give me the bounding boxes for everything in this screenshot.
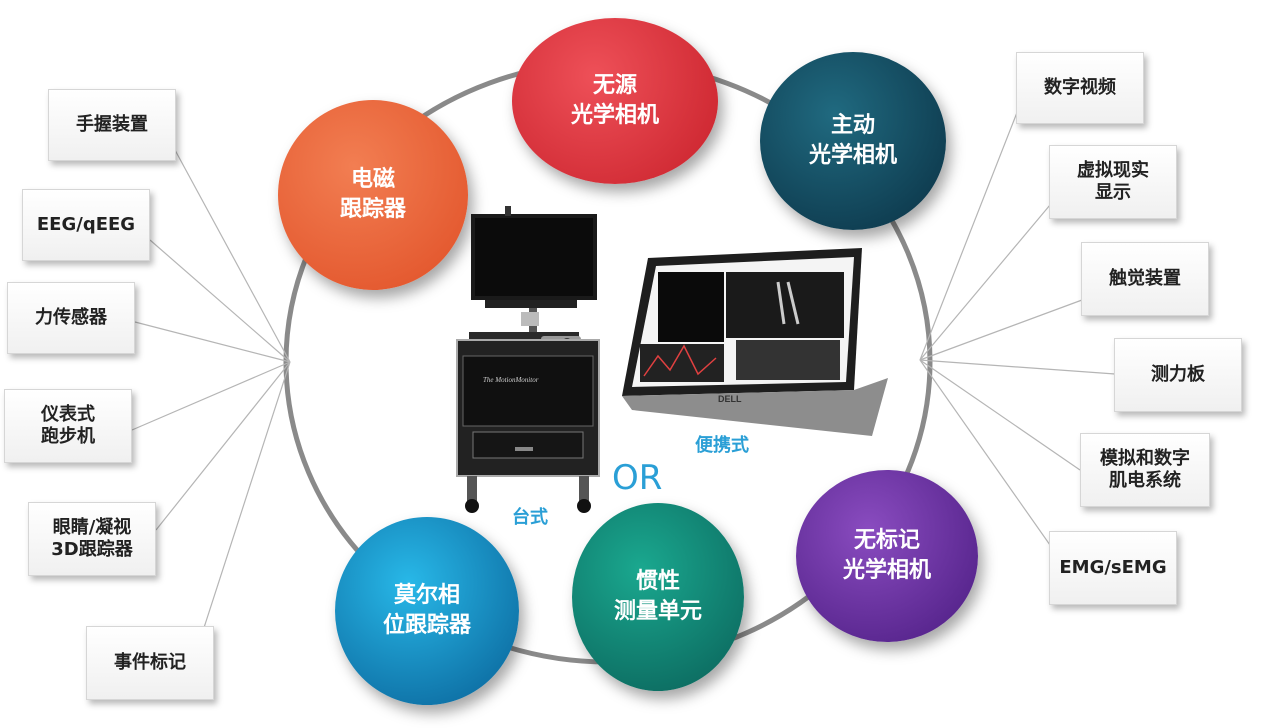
box-emg: EMG/sEMG <box>1049 531 1177 605</box>
bubble-moire-tracker: 莫尔相 位跟踪器 <box>335 517 519 705</box>
bubble-em-tracker: 电磁 跟踪器 <box>278 100 468 290</box>
box-treadmill: 仪表式 跑步机 <box>4 389 132 463</box>
label-desktop: 台式 <box>512 507 548 528</box>
box-force-sensor: 力传感器 <box>7 282 135 354</box>
bubble-inertial-unit: 惯性 测量单元 <box>572 503 744 691</box>
cart-brand-text: The MotionMonitor <box>483 376 539 384</box>
label-or: OR <box>612 458 663 498</box>
bubble-markerless-optical: 无标记 光学相机 <box>796 470 978 642</box>
box-haptic: 触觉装置 <box>1081 242 1209 316</box>
box-event-marker: 事件标记 <box>86 626 214 700</box>
box-force-plate: 测力板 <box>1114 338 1242 412</box>
desktop-cart-image: The MotionMonitor <box>456 206 600 513</box>
box-emg-analog-digital: 模拟和数字 肌电系统 <box>1080 433 1210 507</box>
laptop-image: DELL <box>622 248 888 436</box>
box-digital-video: 数字视频 <box>1016 52 1144 124</box>
right-fan-lines <box>919 109 1116 546</box>
label-portable: 便携式 <box>695 435 749 456</box>
laptop-brand-text: DELL <box>718 394 742 404</box>
box-handgrip: 手握装置 <box>48 89 176 161</box>
bubble-passive-optical: 无源 光学相机 <box>512 18 718 184</box>
box-eye-tracker: 眼睛/凝视 3D跟踪器 <box>28 502 156 576</box>
bubble-active-optical: 主动 光学相机 <box>760 52 946 230</box>
box-eeg: EEG/qEEG <box>22 189 150 261</box>
box-vr-display: 虚拟现实 显示 <box>1049 145 1177 219</box>
left-fan-lines <box>131 149 291 641</box>
